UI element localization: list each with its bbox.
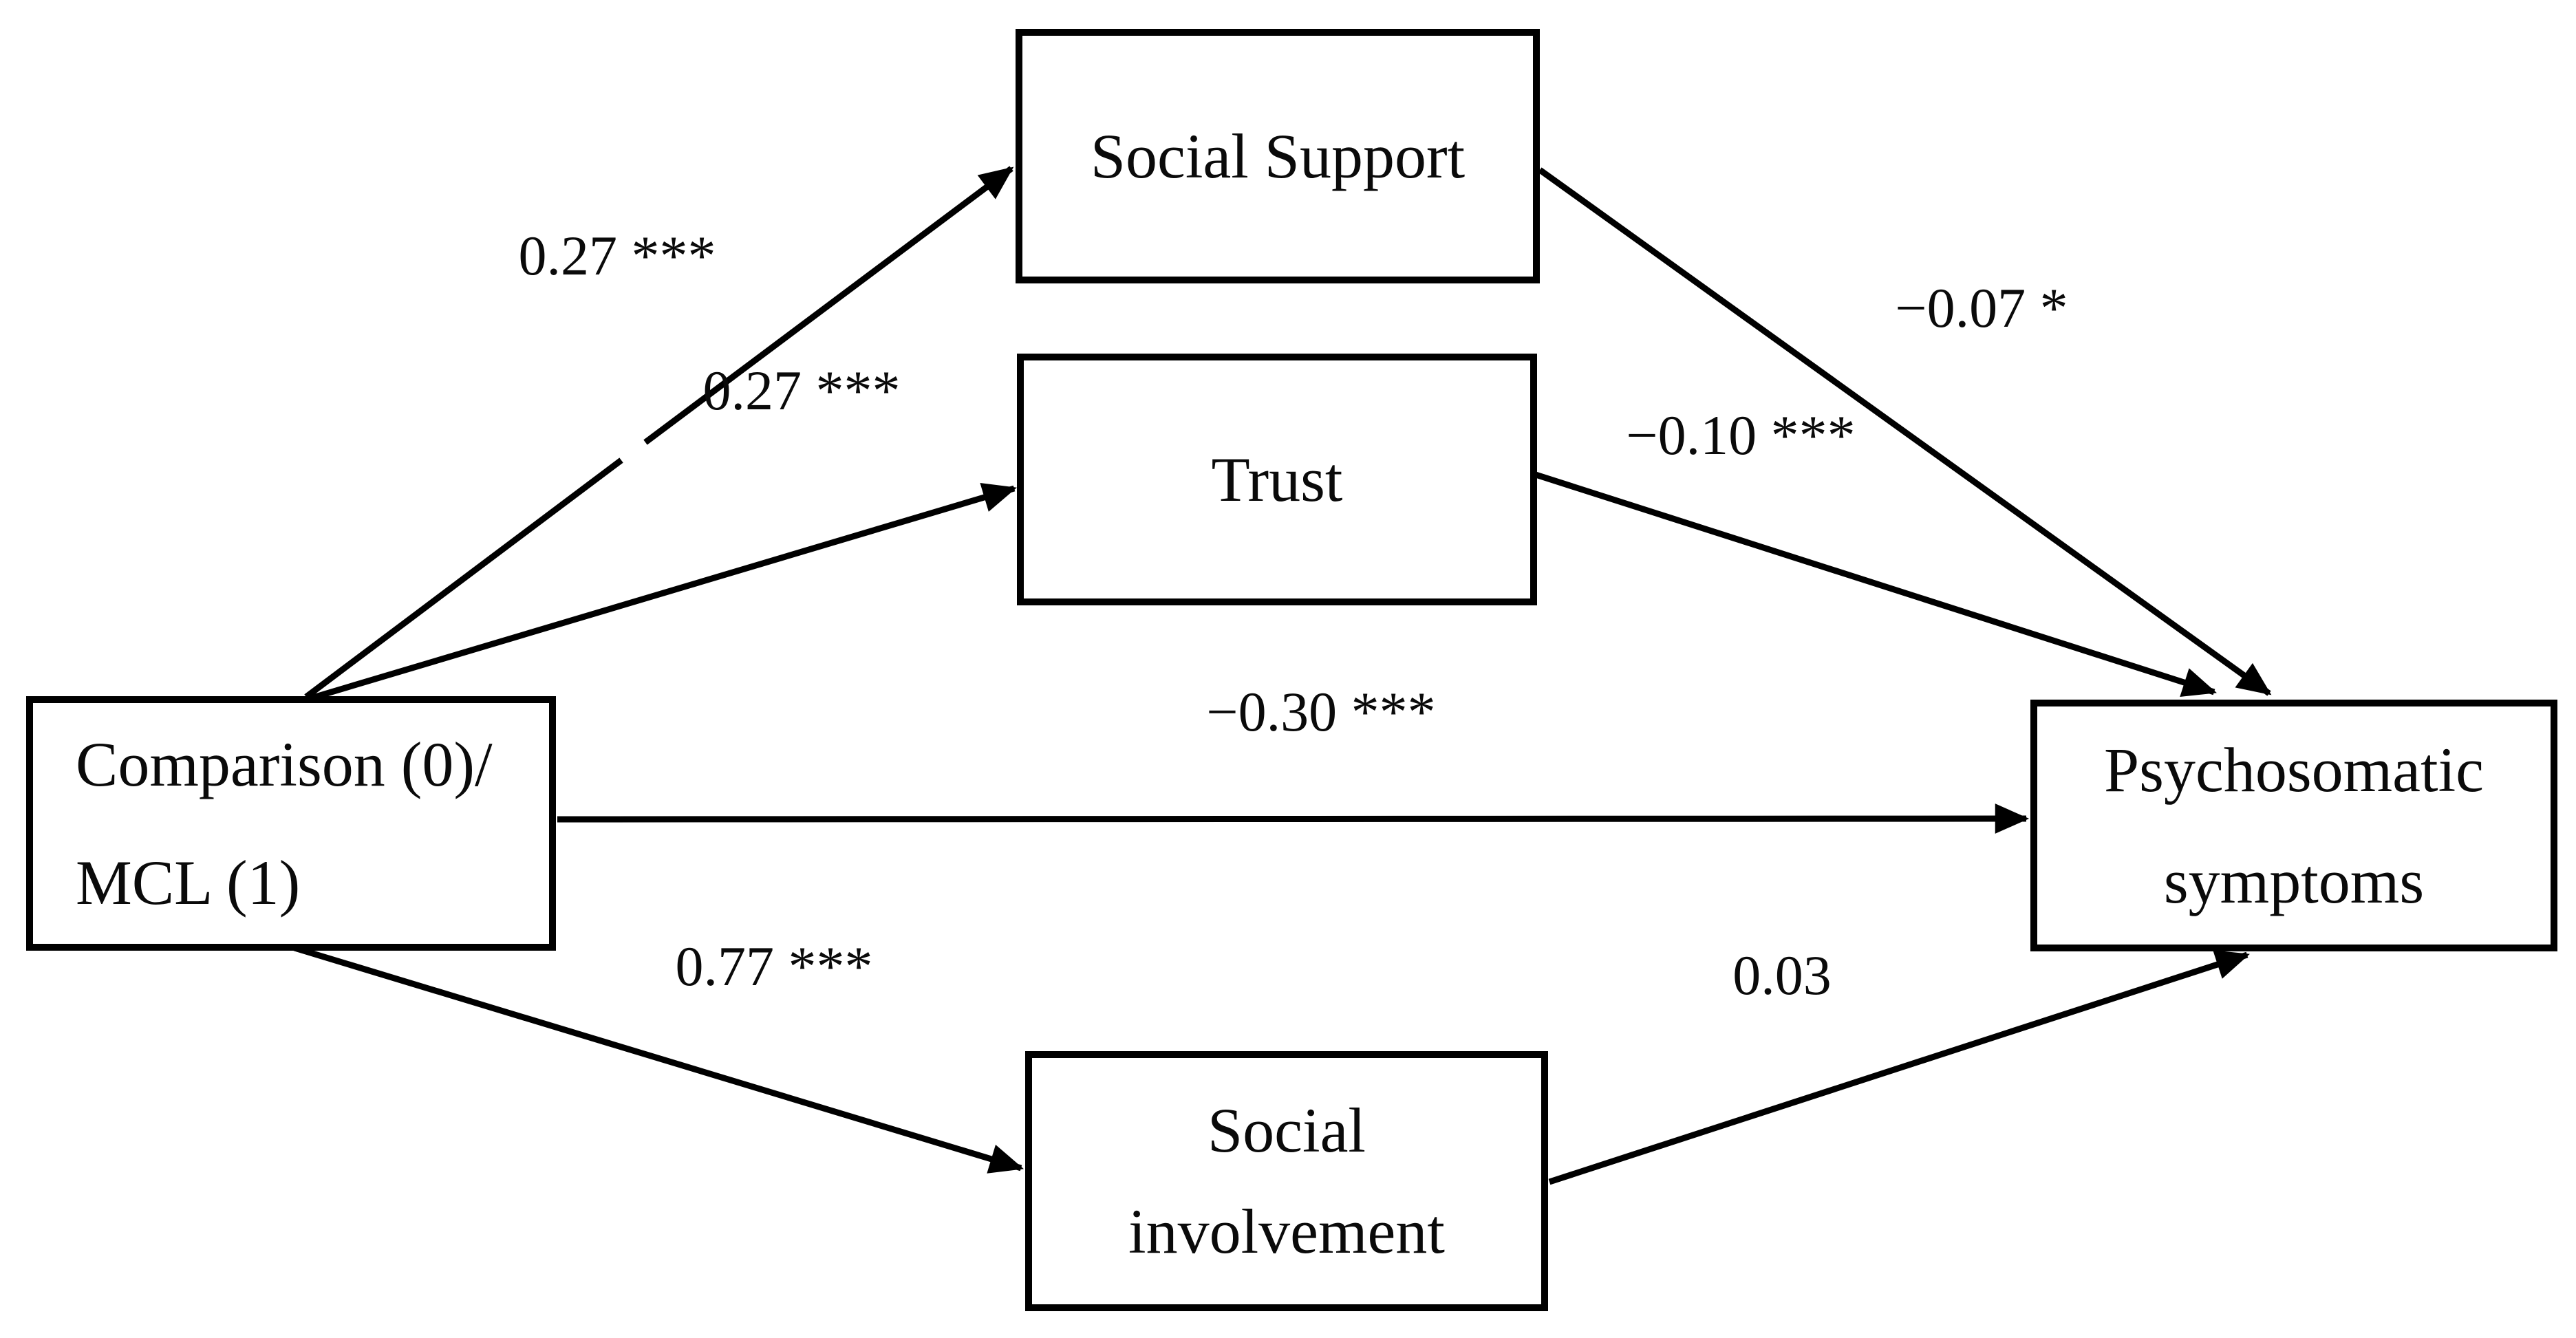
- coefficient-social-involvement-to-psychosomatic: 0.03: [1732, 944, 1832, 1006]
- node-social-involvement: Social involvement: [1025, 1051, 1548, 1311]
- coefficient-trust-to-psychosomatic: −0.10 ***: [1626, 404, 1856, 466]
- arrow-social-support-to-psychosomatic: [1538, 167, 2272, 696]
- arrow-comparison-to-social-support-seg1: [304, 457, 623, 700]
- arrow-social-involvement-to-psychosomatic: [1548, 950, 2250, 1185]
- coefficient-social-support-to-psychosomatic: −0.07 *: [1895, 277, 2068, 339]
- arrow-comparison-to-social-support: [643, 166, 1014, 445]
- node-psychosomatic-label-line2: symptoms: [2163, 845, 2425, 916]
- node-psychosomatic-label-line1: Psychosomatic: [2104, 734, 2484, 805]
- node-social-support-label: Social Support: [1090, 120, 1466, 191]
- coefficient-comparison-to-social-involvement: 0.77 ***: [675, 935, 873, 997]
- node-trust: Trust: [1017, 354, 1537, 605]
- coefficient-comparison-to-trust: 0.27 ***: [702, 359, 901, 422]
- arrow-comparison-to-social-involvement: [293, 945, 1024, 1174]
- node-comparison-group: Comparison (0)/ MCL (1): [26, 696, 556, 951]
- node-social-involvement-label-line2: involvement: [1128, 1196, 1445, 1266]
- node-psychosomatic-symptoms: Psychosomatic symptoms: [2030, 700, 2557, 951]
- arrow-trust-to-psychosomatic: [1534, 471, 2217, 697]
- node-comparison-label-line1: Comparison (0)/: [76, 729, 493, 799]
- node-comparison-label-line2: MCL (1): [76, 847, 301, 918]
- node-social-support: Social Support: [1016, 29, 1540, 283]
- node-trust-label: Trust: [1211, 444, 1343, 515]
- coefficient-comparison-to-social-support: 0.27 ***: [518, 224, 716, 287]
- coefficient-comparison-to-psychosomatic: −0.30 ***: [1206, 680, 1436, 743]
- arrow-comparison-to-trust: [307, 483, 1017, 702]
- node-social-involvement-label-line1: Social: [1208, 1095, 1366, 1166]
